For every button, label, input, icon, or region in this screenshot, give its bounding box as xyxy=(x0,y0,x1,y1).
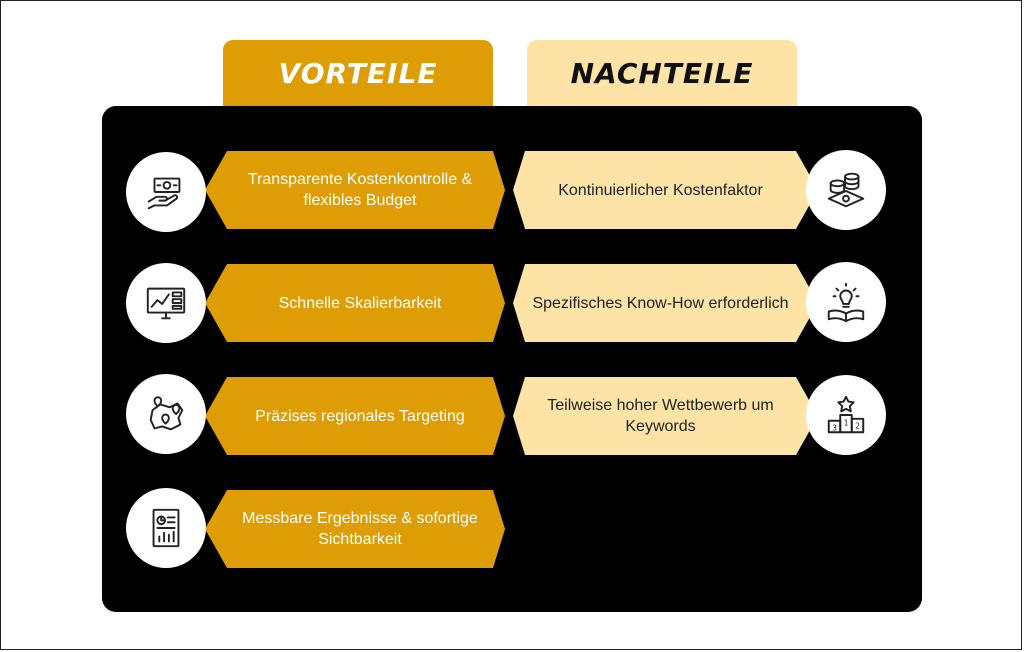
con-row-3: Teilweise hoher Wettbewerb um Keywords xyxy=(0,377,1024,455)
con-item-1: Kontinuierlicher Kostenfaktor xyxy=(513,151,818,229)
con-item-2: Spezifisches Know-How erforderlich xyxy=(513,264,818,342)
pro-item-3: Präzises regionales Targeting xyxy=(205,377,505,455)
report-document-icon xyxy=(126,488,206,568)
pro-item-1: Transparente Kostenkontrolle & flexibles… xyxy=(205,151,505,229)
header-vorteile: VORTEILE xyxy=(223,40,493,106)
podium-label-third: 3 xyxy=(832,423,837,432)
pro-row-4: Messbare Ergebnisse & sofortige Sichtbar… xyxy=(0,490,1024,568)
pro-item-4: Messbare Ergebnisse & sofortige Sichtbar… xyxy=(205,490,505,568)
con-item-3: Teilweise hoher Wettbewerb um Keywords xyxy=(513,377,818,455)
podium-label-second: 2 xyxy=(855,421,860,430)
pro-row-1: Transparente Kostenkontrolle & flexibles… xyxy=(0,151,1024,229)
money-hand-icon xyxy=(126,152,206,232)
lightbulb-book-icon xyxy=(806,262,886,342)
coins-money-icon xyxy=(806,150,886,230)
pro-item-2: Schnelle Skalierbarkeit xyxy=(205,264,505,342)
con-row-1: Kontinuierlicher Kostenfaktor xyxy=(0,151,1024,229)
monitor-chart-icon xyxy=(126,263,206,343)
podium-star-icon: 3 1 2 xyxy=(806,375,886,455)
pro-row-3: Präzises regionales Targeting xyxy=(0,377,1024,455)
header-nachteile: NACHTEILE xyxy=(527,40,797,106)
podium-label-first: 1 xyxy=(844,419,849,428)
pro-row-2: Schnelle Skalierbarkeit xyxy=(0,264,1024,342)
map-pins-icon xyxy=(126,374,206,454)
con-row-2: Spezifisches Know-How erforderlich xyxy=(0,264,1024,342)
